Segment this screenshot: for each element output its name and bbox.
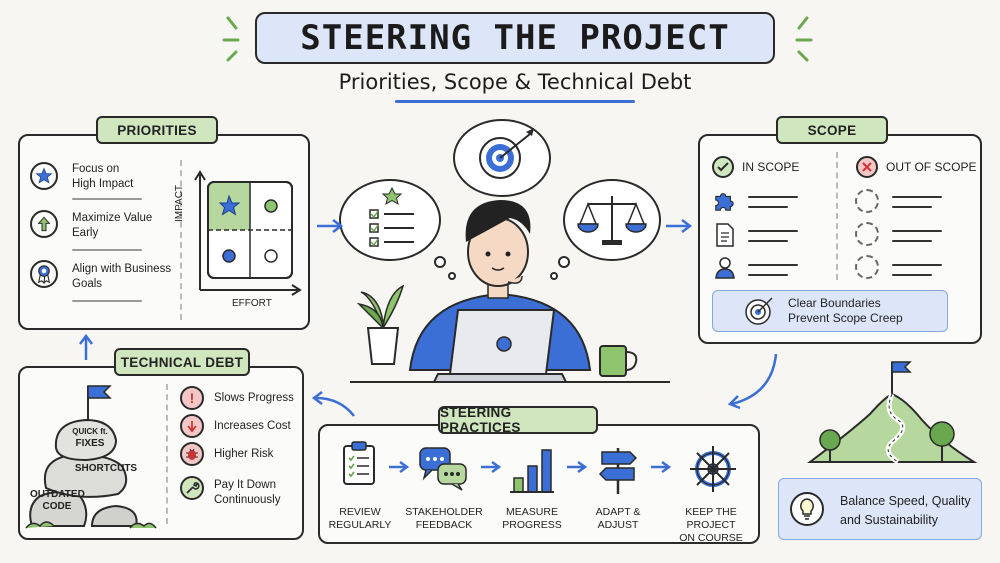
arrow-steering-to-debt [311, 391, 355, 417]
scope-line [892, 240, 932, 242]
debt-divider [166, 384, 168, 524]
arrow-scope-to-steering [727, 353, 778, 410]
x-icon [856, 156, 878, 178]
plant-illustration [356, 284, 405, 365]
matrix-y-label: IMPACT [174, 184, 185, 222]
down-arrow-icon [180, 414, 204, 438]
steering-practices-tag: STEERING PRACTICES [438, 405, 598, 435]
mug-illustration [599, 345, 638, 377]
lightbulb-icon [790, 492, 824, 526]
scope-line [892, 274, 932, 276]
technical-debt-tag: TECHNICAL DEBT [114, 348, 250, 376]
puzzle-icon [715, 193, 734, 211]
impact-effort-matrix [194, 170, 302, 296]
exclamation-icon: ! [180, 386, 204, 410]
bar-chart-icon [510, 449, 554, 493]
out-scope-placeholder [855, 189, 879, 213]
spark-left-icon [222, 16, 240, 62]
rock-pile-illustration [25, 385, 157, 529]
subtitle-underline [395, 100, 635, 103]
in-scope-label: IN SCOPE [742, 160, 800, 174]
star-icon [30, 162, 58, 190]
debt-effect-cost: Increases Cost [214, 420, 291, 432]
out-scope-label: OUT OF SCOPE [886, 160, 977, 174]
debt-effect-slows: Slows Progress [214, 392, 294, 404]
arrow-center-to-scope [666, 219, 693, 233]
scope-line [892, 196, 942, 198]
priorities-tag: PRIORITIES [96, 116, 218, 144]
scope-line [892, 264, 942, 266]
target-icon [479, 128, 534, 179]
step-arrow-4 [651, 460, 672, 474]
scribble-line [72, 198, 142, 200]
signpost-icon [598, 448, 638, 494]
debt-effect-risk: Higher Risk [214, 448, 274, 460]
scope-callout [712, 290, 948, 332]
chat-bubbles-icon [419, 447, 467, 491]
title-banner: STEERING THE PROJECT [255, 12, 775, 64]
scope-tag: SCOPE [776, 116, 888, 144]
out-scope-placeholder [855, 255, 879, 279]
scribble-line [72, 300, 142, 302]
rock-label-quick-fixes: QUICK ft.FIXES [72, 427, 108, 449]
up-arrow-icon [30, 210, 58, 238]
scope-line [748, 240, 788, 242]
document-icon [716, 223, 734, 247]
check-icon [712, 156, 734, 178]
mountain-illustration [807, 361, 978, 465]
center-illustration [339, 119, 670, 383]
wrench-icon [180, 476, 204, 500]
arrow-debt-to-priorities [79, 333, 93, 360]
scope-line [748, 264, 798, 266]
out-scope-placeholder [855, 222, 879, 246]
step-adapt: ADAPT &ADJUST [595, 506, 641, 531]
scope-line [748, 230, 798, 232]
ship-wheel-icon [690, 446, 736, 492]
step-arrow-2 [481, 460, 502, 474]
checklist-icon [369, 186, 414, 247]
page-title: STEERING THE PROJECT [300, 18, 730, 58]
step-arrow-3 [567, 460, 588, 474]
user-icon [715, 257, 735, 279]
bug-icon [180, 442, 204, 466]
award-ribbon-icon [30, 260, 58, 288]
scope-line [892, 206, 932, 208]
rock-label-shortcuts: SHORTCUTS [74, 463, 138, 474]
scope-line [892, 230, 942, 232]
step-arrow-1 [389, 460, 410, 474]
page-subtitle: Priorities, Scope & Technical Debt [338, 70, 692, 94]
scope-divider [836, 152, 838, 280]
vertical-divider [180, 160, 182, 320]
scope-line [748, 196, 798, 198]
target-icon [745, 297, 773, 325]
matrix-x-label: EFFORT [232, 298, 272, 309]
scope-line [748, 274, 788, 276]
balance-scale-icon [577, 196, 647, 245]
spark-right-icon [795, 16, 813, 62]
arrow-priorities-to-center [317, 219, 344, 233]
scribble-line [72, 249, 142, 251]
clipboard-icon [343, 441, 375, 485]
scope-line [748, 206, 788, 208]
